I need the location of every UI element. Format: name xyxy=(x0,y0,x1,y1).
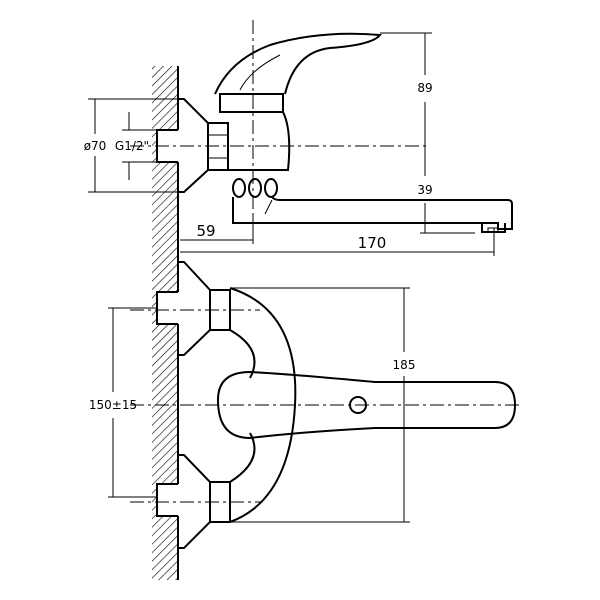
wall-section xyxy=(152,66,179,580)
top-view-fitting xyxy=(130,20,513,240)
dim-inlet-spacing: 150±15 xyxy=(89,398,137,412)
dim-lever-height: 89 xyxy=(417,81,432,95)
dim-spout-height: 39 xyxy=(417,183,432,197)
dim-body-height: 185 xyxy=(393,358,416,372)
dimension-lines xyxy=(88,32,495,523)
dim-body-offset: 59 xyxy=(196,222,215,240)
dim-spout-reach: 170 xyxy=(358,234,387,252)
dim-escutcheon-diameter: ø70 xyxy=(84,139,107,153)
dim-thread: G1/2" xyxy=(115,139,149,153)
front-view-fitting xyxy=(130,261,520,549)
